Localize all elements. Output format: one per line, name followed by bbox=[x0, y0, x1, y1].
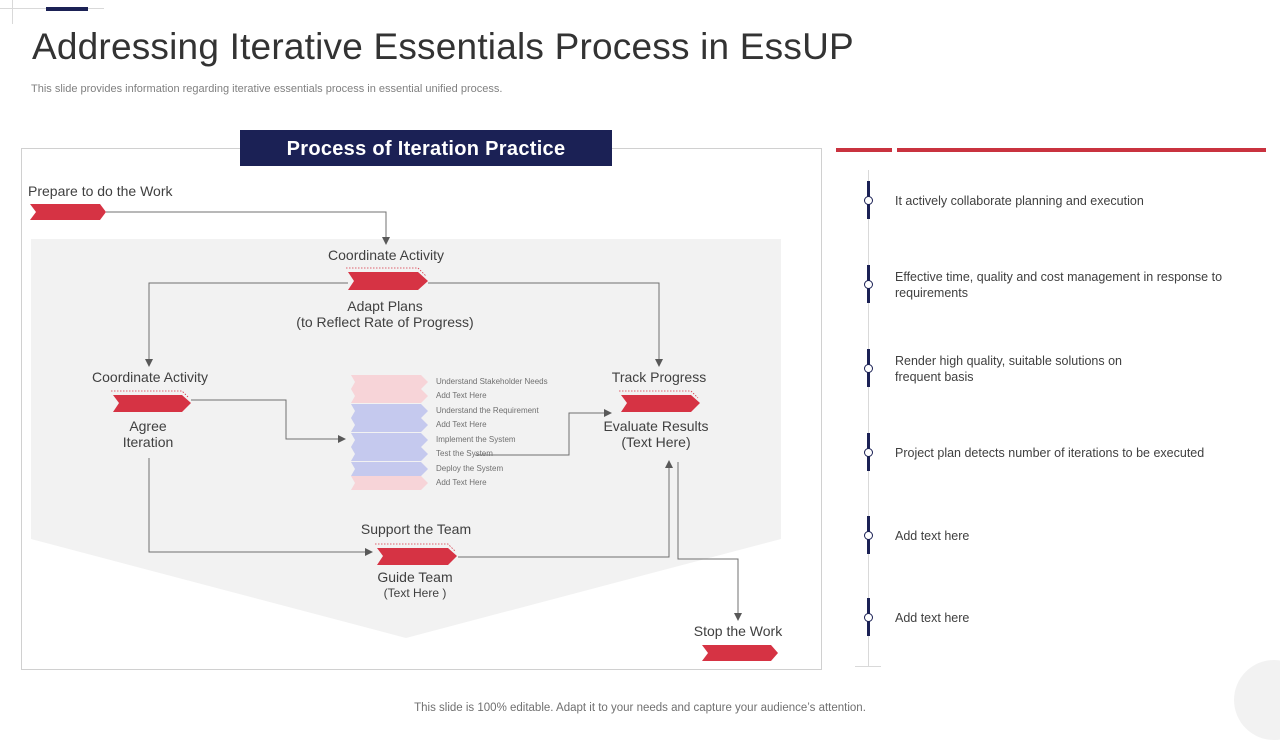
center-list-item: Understand Stakeholder Needs bbox=[436, 377, 548, 386]
center-list-band-5 bbox=[351, 433, 428, 447]
top-label-line-1: Adapt Plans bbox=[347, 298, 423, 314]
center-list-item: Add Text Here bbox=[436, 391, 487, 400]
timeline-text: Add text here bbox=[895, 529, 970, 543]
timeline-dot bbox=[864, 531, 873, 540]
right-label-line-1: Evaluate Results bbox=[603, 418, 709, 434]
timeline-end-tick bbox=[855, 666, 881, 667]
bottom-chevron bbox=[377, 548, 457, 565]
connector-right-to-end bbox=[677, 462, 742, 621]
end-label: Stop the Work bbox=[693, 623, 783, 639]
slide-title: Addressing Iterative Essentials Process … bbox=[32, 26, 854, 67]
connector-left-to-bottom bbox=[148, 458, 373, 556]
center-list-item: Implement the System bbox=[436, 435, 516, 444]
connector-start-to-top bbox=[106, 211, 390, 245]
timeline-text: Add text here bbox=[895, 611, 970, 625]
start-chevron bbox=[30, 204, 106, 220]
bottom-label-line-2: (Text Here ) bbox=[383, 586, 447, 600]
timeline-dot bbox=[864, 613, 873, 622]
end-chevron bbox=[702, 645, 778, 661]
top-label-line-2: (to Reflect Rate of Progress) bbox=[296, 314, 474, 330]
footer-note: This slide is 100% editable. Adapt it to… bbox=[414, 702, 866, 714]
center-list-item: Add Text Here bbox=[436, 478, 487, 487]
timeline-dot bbox=[864, 364, 873, 373]
bottom-label-above: Support the Team bbox=[360, 521, 472, 537]
center-list-band-6 bbox=[351, 447, 428, 461]
left-label-line-1: Agree bbox=[129, 418, 167, 434]
timeline-header-bar-long bbox=[897, 148, 1266, 152]
left-label-below: Agree Iteration bbox=[98, 418, 198, 450]
timeline-header-bar-short bbox=[836, 148, 892, 152]
top-label-above: Coordinate Activity bbox=[328, 247, 444, 263]
right-label-line-2: (Text Here) bbox=[621, 434, 691, 450]
connector-left-to-center bbox=[191, 399, 346, 443]
left-chevron bbox=[113, 395, 191, 412]
connector-top-to-left bbox=[145, 282, 348, 367]
process-diagram bbox=[30, 204, 781, 661]
corner-decoration-line-vertical bbox=[12, 0, 13, 24]
center-list-item: Deploy the System bbox=[436, 464, 504, 473]
connector-center-to-right bbox=[475, 409, 612, 456]
timeline-text: Project plan detects number of iteration… bbox=[895, 446, 1205, 460]
top-label-below: Adapt Plans (to Reflect Rate of Progress… bbox=[265, 298, 505, 330]
slide-subtitle: This slide provides information regardin… bbox=[31, 83, 503, 95]
center-list-band-1 bbox=[351, 375, 428, 389]
timeline-text: Render high quality, suitable solutions … bbox=[895, 354, 1122, 384]
timeline-text: It actively collaborate planning and exe… bbox=[895, 194, 1144, 208]
timeline-dot bbox=[864, 196, 873, 205]
panel-title: Process of Iteration Practice bbox=[240, 130, 612, 166]
center-list-band-4 bbox=[351, 418, 428, 432]
left-label-above: Coordinate Activity bbox=[92, 369, 208, 385]
center-list-band-2 bbox=[351, 389, 428, 403]
bottom-label-below: Guide Team (Text Here ) bbox=[355, 569, 475, 601]
left-label-line-2: Iteration bbox=[122, 434, 174, 450]
center-list-band-8 bbox=[351, 476, 428, 490]
center-list-band-3 bbox=[351, 404, 428, 418]
connector-bottom-to-right bbox=[458, 460, 673, 558]
center-list-band-7 bbox=[351, 462, 428, 476]
center-list-item: Understand the Requirement bbox=[436, 406, 539, 415]
start-label: Prepare to do the Work bbox=[28, 183, 173, 199]
timeline-line bbox=[868, 170, 869, 666]
timeline-dot bbox=[864, 448, 873, 457]
timeline-dot bbox=[864, 280, 873, 289]
bottom-label-line-1: Guide Team bbox=[377, 569, 453, 585]
right-chevron-dotted-accent bbox=[619, 390, 699, 399]
right-label-above: Track Progress bbox=[611, 369, 707, 385]
corner-accent-bar bbox=[46, 7, 88, 11]
connector-top-to-right bbox=[428, 282, 663, 367]
right-label-below: Evaluate Results (Text Here) bbox=[586, 418, 726, 450]
right-chevron bbox=[621, 395, 700, 412]
center-list-item: Add Text Here bbox=[436, 420, 487, 429]
center-list-item: Test the System bbox=[436, 449, 493, 458]
top-chevron bbox=[348, 272, 428, 290]
bottom-chevron-dotted-accent bbox=[375, 543, 456, 552]
top-chevron-dotted-accent bbox=[346, 267, 427, 277]
timeline-text: Effective time, quality and cost managem… bbox=[895, 270, 1223, 300]
